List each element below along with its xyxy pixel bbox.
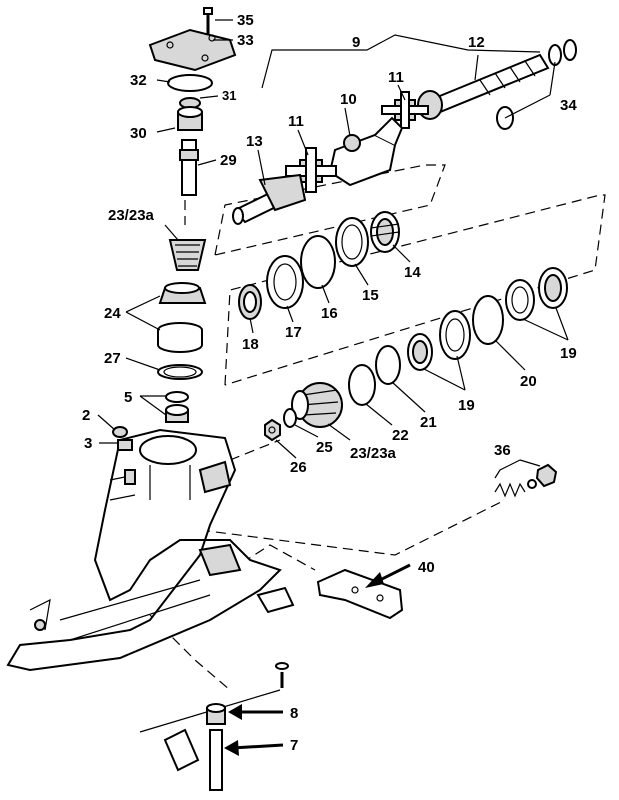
label-8: 8 bbox=[290, 705, 298, 722]
race-cup bbox=[157, 322, 203, 353]
shim-21 bbox=[375, 345, 401, 385]
bushing-5 bbox=[165, 391, 189, 423]
pointer-arrows bbox=[224, 563, 411, 756]
cover-lower bbox=[163, 728, 200, 772]
label-25: 25 bbox=[316, 439, 333, 456]
ring-34b bbox=[563, 39, 577, 61]
u-joint-cross-11b bbox=[285, 147, 337, 193]
label-5: 5 bbox=[124, 389, 132, 406]
callouts: 35 33 32 31 30 29 23/23a 24 27 5 2 3 9 1… bbox=[82, 12, 577, 754]
grommet-8 bbox=[206, 703, 226, 725]
ring-22 bbox=[348, 364, 376, 406]
carrier-17 bbox=[266, 255, 304, 309]
shim-27 bbox=[157, 364, 203, 380]
label-17: 17 bbox=[285, 324, 302, 341]
label-27: 27 bbox=[104, 350, 121, 367]
screw-lower bbox=[275, 662, 289, 688]
bearing-24 bbox=[158, 282, 207, 304]
label-29: 29 bbox=[220, 152, 237, 169]
spring-36 bbox=[494, 463, 558, 498]
label-10: 10 bbox=[340, 91, 357, 108]
label-16: 16 bbox=[321, 305, 338, 322]
bearing-30 bbox=[177, 106, 203, 131]
plug-3 bbox=[117, 439, 133, 451]
leader-housing-to-gear bbox=[229, 439, 281, 461]
label-24: 24 bbox=[104, 305, 121, 322]
shim-16 bbox=[300, 235, 336, 289]
label-35: 35 bbox=[237, 12, 254, 29]
shim-20 bbox=[472, 295, 504, 345]
label-40: 40 bbox=[418, 559, 435, 576]
cup-19 bbox=[439, 310, 471, 360]
label-31: 31 bbox=[222, 88, 236, 103]
nut-26 bbox=[264, 418, 281, 442]
label-19-right: 19 bbox=[560, 345, 577, 362]
gear-housing bbox=[6, 428, 282, 672]
bearing-19a bbox=[538, 267, 568, 309]
label-3: 3 bbox=[84, 435, 92, 452]
label-34: 34 bbox=[560, 97, 577, 114]
label-21: 21 bbox=[420, 414, 437, 431]
u-joint-cross-11a bbox=[381, 91, 429, 129]
label-30: 30 bbox=[130, 125, 147, 142]
label-22: 22 bbox=[392, 427, 409, 444]
label-19-center: 19 bbox=[458, 397, 475, 414]
label-36: 36 bbox=[494, 442, 511, 459]
plug-2 bbox=[112, 426, 128, 438]
bearing-19b bbox=[407, 333, 433, 371]
tube-7 bbox=[209, 729, 223, 791]
label-9: 9 bbox=[352, 34, 360, 51]
seal-18 bbox=[238, 284, 262, 320]
leader-housing-to-shift bbox=[199, 499, 506, 556]
anode-plate-40 bbox=[316, 568, 404, 620]
label-11-upper: 11 bbox=[388, 69, 404, 86]
label-11-lower: 11 bbox=[288, 113, 304, 130]
label-2: 2 bbox=[82, 407, 90, 424]
group-outline-driveshaft bbox=[214, 164, 446, 256]
label-32: 32 bbox=[130, 72, 147, 89]
bolt-35 bbox=[203, 7, 213, 35]
label-12: 12 bbox=[468, 34, 485, 51]
bearing-14 bbox=[370, 211, 400, 253]
shaft-29 bbox=[179, 139, 199, 196]
forward-gear-23 bbox=[291, 382, 343, 428]
label-13: 13 bbox=[246, 133, 263, 150]
race-19 bbox=[505, 279, 535, 321]
label-7: 7 bbox=[290, 737, 298, 754]
driveshaft-12 bbox=[417, 53, 550, 120]
label-23-23a-top: 23/23a bbox=[108, 207, 155, 224]
pinion-gear-23-top bbox=[168, 239, 207, 271]
yoke-10 bbox=[328, 116, 404, 187]
race-15 bbox=[335, 217, 369, 267]
label-15: 15 bbox=[362, 287, 379, 304]
input-shaft-13 bbox=[232, 173, 307, 225]
label-18: 18 bbox=[242, 336, 259, 353]
cover-plate bbox=[148, 28, 237, 72]
label-14: 14 bbox=[404, 264, 421, 281]
label-33: 33 bbox=[237, 32, 254, 49]
label-20: 20 bbox=[520, 373, 537, 390]
leaders bbox=[97, 19, 569, 479]
label-26: 26 bbox=[290, 459, 307, 476]
washer-25 bbox=[283, 408, 297, 428]
anode-block bbox=[256, 586, 295, 614]
label-23-23a-bottom: 23/23a bbox=[350, 445, 397, 462]
o-ring-32 bbox=[167, 74, 213, 92]
